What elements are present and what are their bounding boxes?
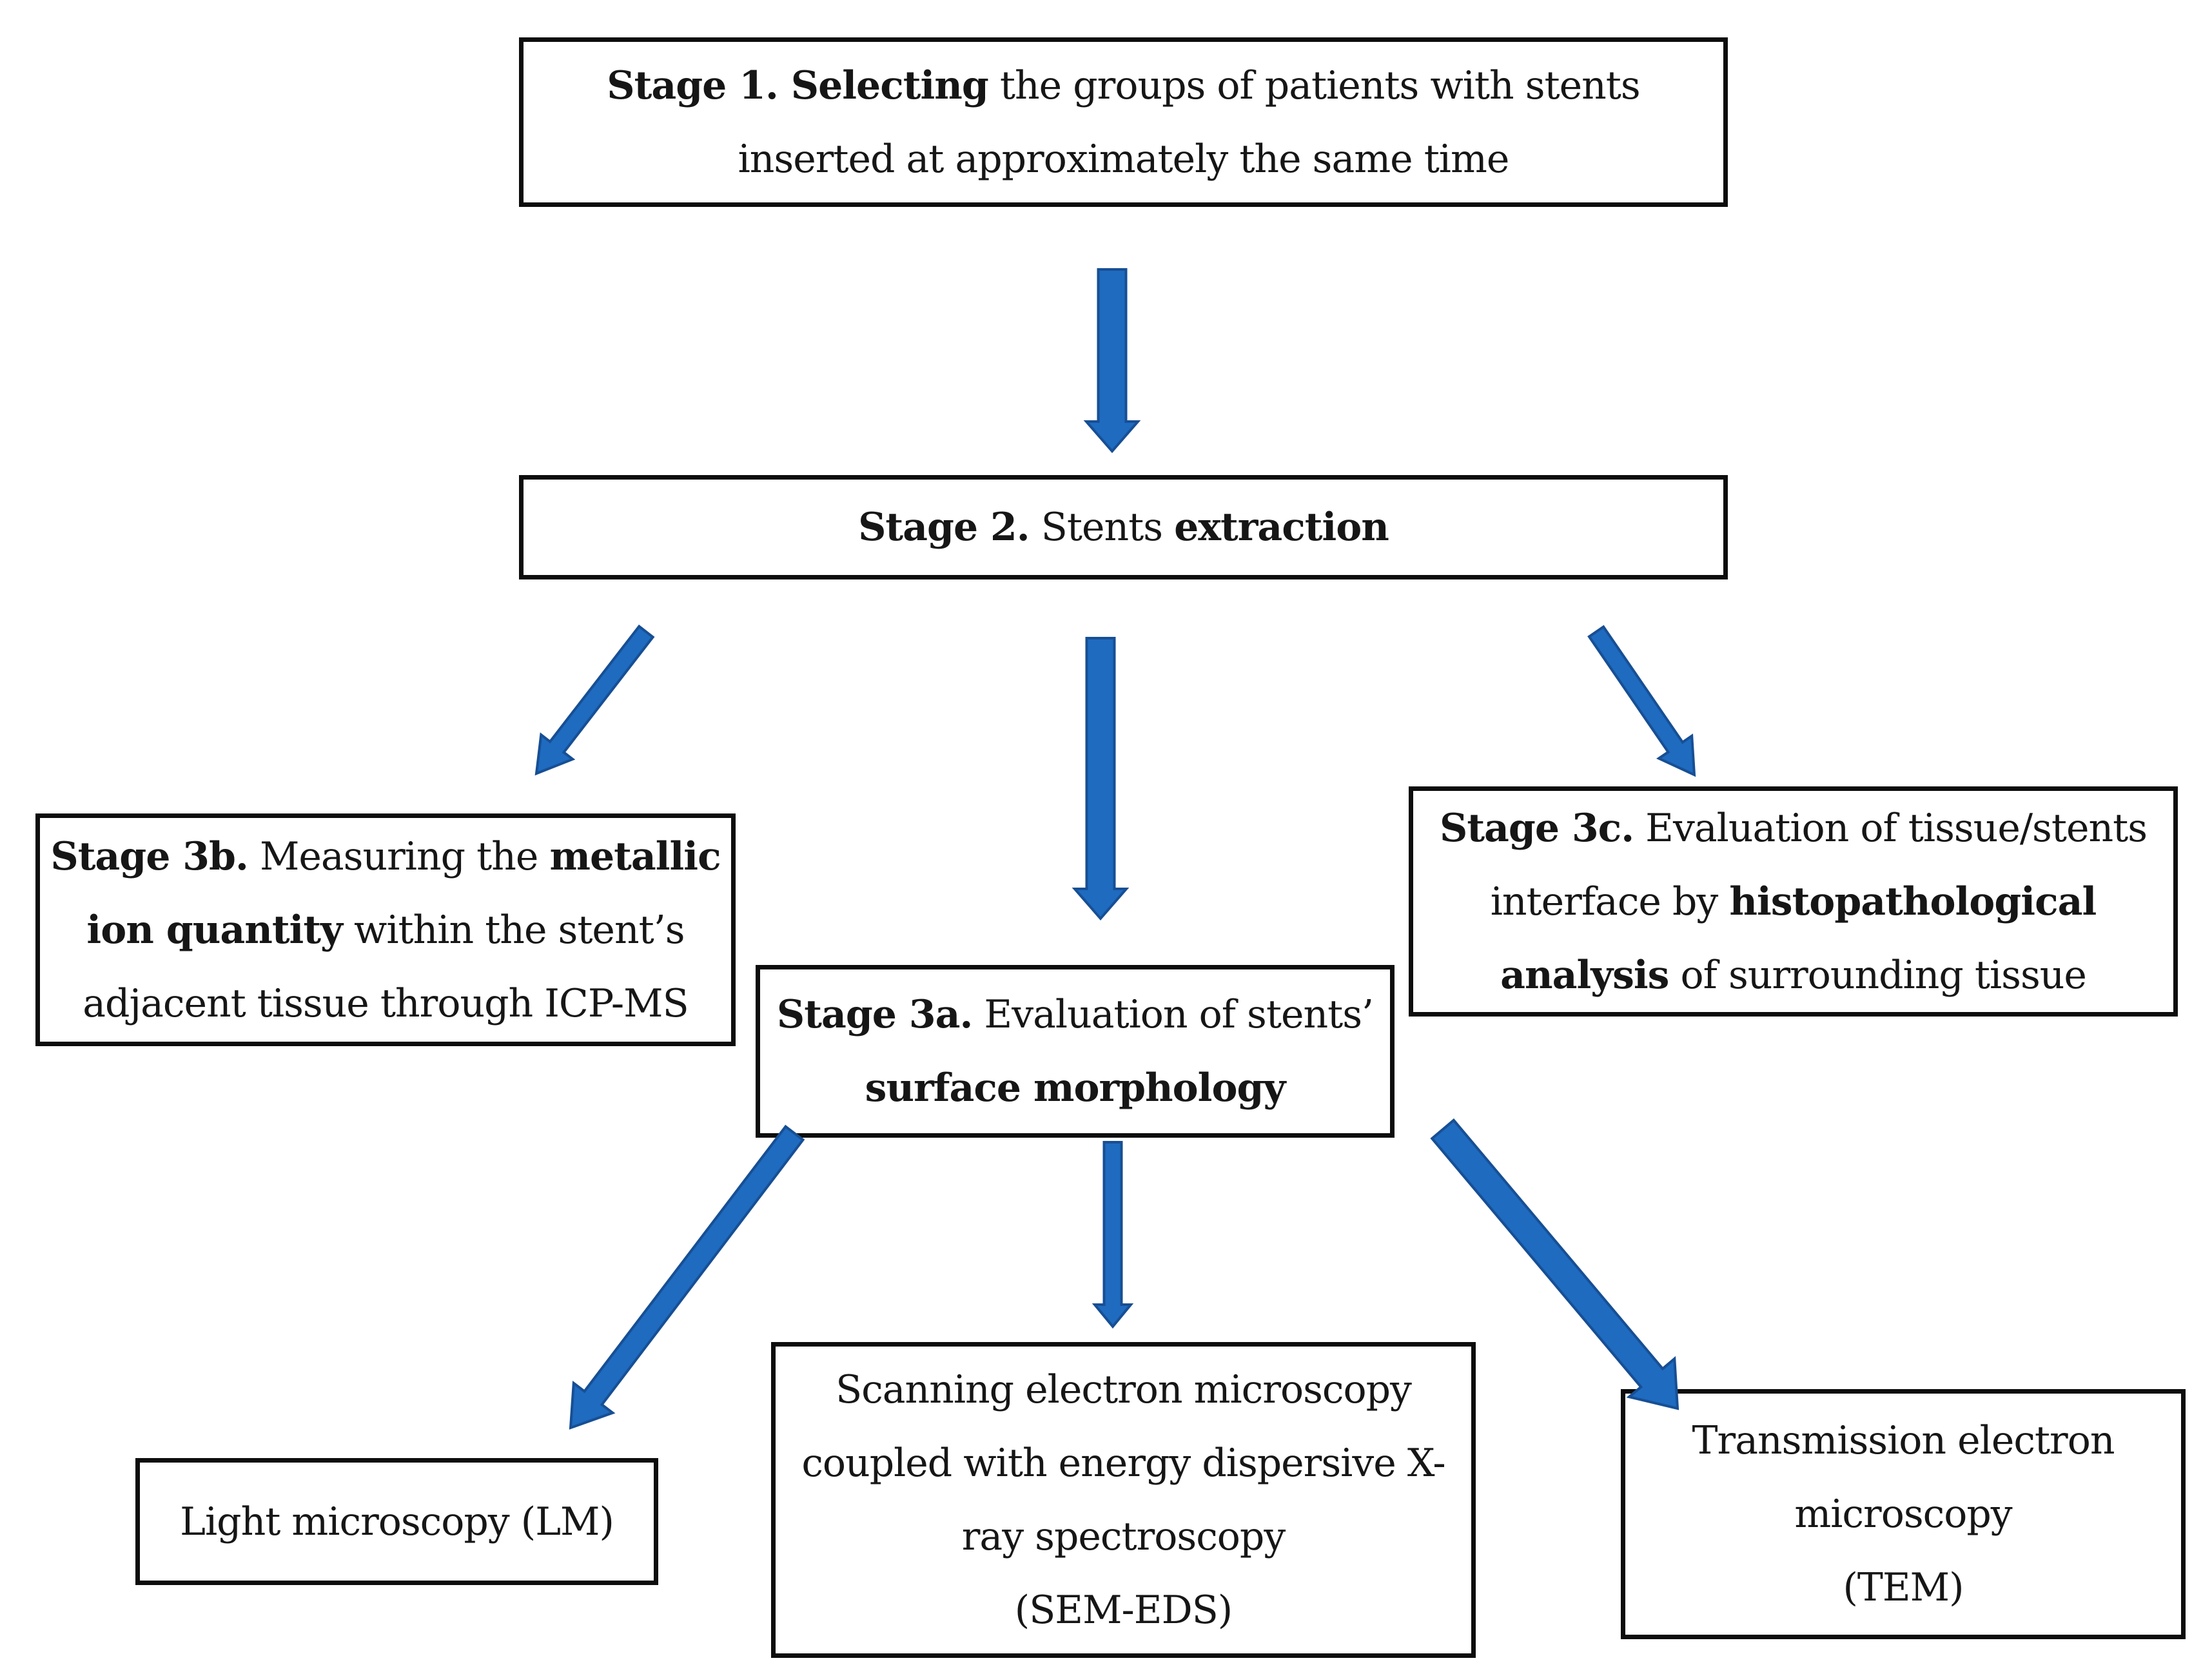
bold-text-run: analysis	[1500, 952, 1669, 998]
text-line: Stage 3b. Measuring the metallic	[50, 820, 721, 893]
bold-text-run: surface morphology	[865, 1066, 1286, 1111]
text-line: Light microscopy (LM)	[180, 1485, 614, 1559]
text-line: inserted at approximately the same time	[738, 122, 1510, 196]
text-line: Transmission electron	[1692, 1404, 2115, 1477]
text-run: Stents	[1029, 505, 1175, 550]
text-run: the groups of patients with stents	[988, 63, 1641, 108]
arrow-stage2-to-stage3b	[534, 624, 655, 776]
bold-text-run: Stage 3a.	[776, 992, 973, 1037]
text-run: interface by	[1490, 879, 1730, 924]
text-line: coupled with energy dispersive X-	[801, 1426, 1445, 1500]
bold-text-run: Stage 3c.	[1440, 805, 1634, 851]
box-stage-2-stents-extraction: Stage 2. Stents extraction	[519, 475, 1728, 579]
bold-text-run: metallic	[549, 833, 721, 879]
text-run: ray spectroscopy	[961, 1514, 1286, 1559]
bold-text-run: Stage 2.	[858, 505, 1030, 550]
arrow-stage2-to-stage3a	[1072, 637, 1130, 921]
arrow-stage2-to-stage3c	[1587, 625, 1696, 777]
arrow-stage1-to-stage2	[1083, 268, 1141, 454]
text-line: interface by histopathological	[1491, 865, 2097, 939]
text-line: Stage 3a. Evaluation of stents’	[776, 978, 1374, 1051]
text-run: microscopy	[1794, 1492, 2012, 1537]
box-light-microscopy: Light microscopy (LM)	[135, 1458, 658, 1585]
box-stage-1-selecting-patients: Stage 1. Selecting the groups of patient…	[519, 37, 1728, 207]
text-run: (SEM-EDS)	[1014, 1588, 1233, 1633]
bold-text-run: ion quantity	[86, 907, 342, 953]
text-run: adjacent tissue through ICP-MS	[83, 980, 689, 1026]
text-line: surface morphology	[865, 1051, 1286, 1125]
text-run: Evaluation of stents’	[972, 992, 1374, 1037]
text-line: (SEM-EDS)	[1014, 1573, 1233, 1647]
text-line: ion quantity within the stent’s	[86, 893, 685, 967]
text-line: Stage 3c. Evaluation of tissue/stents	[1440, 792, 2148, 865]
text-line: analysis of surrounding tissue	[1500, 939, 2087, 1012]
bold-text-run: extraction	[1174, 505, 1389, 550]
text-run: coupled with energy dispersive X-	[801, 1441, 1445, 1486]
text-run: Light microscopy (LM)	[180, 1499, 614, 1544]
text-run: Measuring the	[248, 833, 550, 879]
text-run: within the stent’s	[342, 907, 685, 953]
box-tem: Transmission electron microscopy (TEM)	[1621, 1389, 2186, 1639]
text-run: Transmission electron	[1692, 1418, 2115, 1463]
bold-text-run: histopathological	[1729, 879, 2097, 924]
text-line: Stage 2. Stents extraction	[858, 491, 1389, 564]
text-line: adjacent tissue through ICP-MS	[83, 967, 689, 1040]
text-run: (TEM)	[1843, 1565, 1964, 1610]
arrow-stage3a-to-sem	[1091, 1141, 1134, 1329]
box-stage-3a-surface-morphology: Stage 3a. Evaluation of stents’ surface m…	[756, 965, 1395, 1138]
bold-text-run: Stage 3b.	[50, 833, 249, 879]
text-run: Evaluation of tissue/stents	[1634, 805, 2148, 851]
text-line: Stage 1. Selecting the groups of patient…	[607, 49, 1641, 122]
text-line: microscopy	[1794, 1477, 2012, 1551]
box-sem-eds: Scanning electron microscopy coupled with…	[771, 1342, 1476, 1658]
text-run: of surrounding tissue	[1669, 952, 2087, 998]
text-line: ray spectroscopy	[961, 1500, 1286, 1573]
arrow-stage3a-to-lm	[569, 1124, 805, 1430]
text-line: (TEM)	[1843, 1551, 1964, 1624]
text-run: Scanning electron microscopy	[836, 1367, 1412, 1412]
text-line: Scanning electron microscopy	[836, 1353, 1412, 1426]
bold-text-run: Stage 1. Selecting	[607, 63, 989, 108]
text-run: inserted at approximately the same time	[738, 136, 1510, 182]
